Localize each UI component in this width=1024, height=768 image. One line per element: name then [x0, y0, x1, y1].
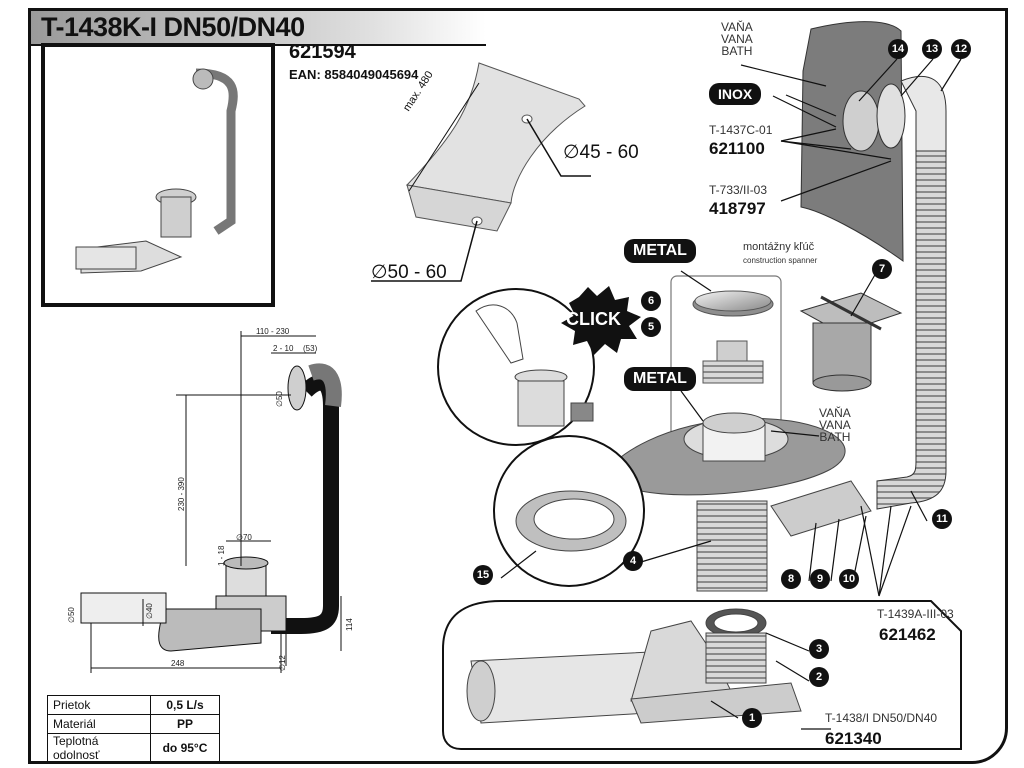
page-title: T-1438K-I DN50/DN40	[41, 12, 305, 42]
seal-detail-art	[515, 490, 627, 552]
cutout-template	[371, 62, 591, 282]
spec-key: Materiál	[47, 714, 151, 734]
metal-tag-top: METAL	[624, 239, 696, 263]
inox-tag: INOX	[709, 83, 762, 105]
ean-code: EAN: 8584049045694	[289, 67, 419, 82]
dim-50-top: ∅50	[275, 391, 284, 407]
spec-table: Prietok 0,5 L/s Materiál PP Teplotná odo…	[47, 695, 220, 761]
dim-12: ∅12	[278, 655, 287, 671]
metal-tag-middle: METAL	[624, 367, 696, 391]
spanner-label-line2: construction spanner	[743, 256, 818, 265]
part-code-418797: 418797	[709, 199, 766, 218]
product-photo	[75, 68, 238, 274]
spec-key: Teplotná odolnosť	[47, 733, 151, 761]
trap-detail-box	[442, 600, 962, 750]
badge-13: 13	[922, 39, 942, 59]
dim-2-10: 2 - 10	[273, 344, 294, 353]
badge-15: 15	[473, 565, 493, 585]
badge-10: 10	[839, 569, 859, 589]
hole-bottom-label: ∅50 - 60	[371, 262, 447, 283]
badge-3: 3	[809, 639, 829, 659]
click-label: CLICK	[566, 309, 621, 329]
overflow-assembly	[842, 76, 947, 510]
part-code-621340: 621340	[825, 729, 882, 748]
dim-114: 114	[345, 618, 354, 631]
dim-53: (53)	[303, 344, 318, 353]
waste-outlet	[611, 412, 872, 592]
spanner-label-line1: montážny kľúč	[743, 241, 815, 253]
drawing-frame: T-1438K-I DN50/DN40 621594 EAN: 85840490…	[28, 8, 1008, 764]
spec-value: 0,5 L/s	[150, 695, 220, 715]
spec-key: Prietok	[47, 695, 151, 715]
construction-spanner	[799, 292, 903, 392]
badge-8: 8	[781, 569, 801, 589]
badge-5: 5	[641, 317, 661, 337]
badge-9: 9	[810, 569, 830, 589]
click-burst	[561, 286, 641, 355]
spec-value: PP	[150, 714, 220, 734]
product-code: 621594	[289, 41, 356, 63]
spec-row: Teplotná odolnosť do 95°C	[47, 733, 220, 761]
badge-4: 4	[623, 551, 643, 571]
spec-value: do 95°C	[150, 733, 220, 761]
badge-1: 1	[742, 708, 762, 728]
badge-6: 6	[641, 291, 661, 311]
technical-drawing	[31, 11, 962, 750]
title-bar-bg	[31, 11, 486, 45]
plug-parts	[692, 290, 774, 384]
dim-70: ∅70	[236, 533, 252, 542]
dim-230-390: 230 - 390	[177, 477, 186, 511]
leader-lines	[500, 58, 962, 730]
badge-11: 11	[932, 509, 952, 529]
spec-row: Prietok 0,5 L/s	[47, 695, 220, 715]
dimension-drawing	[80, 331, 342, 673]
part-model-733: T-733/II-03	[709, 183, 768, 197]
click-detail-art	[475, 304, 594, 427]
part-model-1437: T-1437C-01	[709, 123, 773, 137]
badge-2: 2	[809, 667, 829, 687]
spec-row: Materiál PP	[47, 714, 220, 734]
dim-1-18: 1 - 18	[217, 545, 226, 566]
dim-110-230: 110 - 230	[256, 327, 290, 336]
badge-7: 7	[872, 259, 892, 279]
dim-248: 248	[171, 659, 185, 668]
part-code-621462: 621462	[879, 625, 936, 644]
badge-14: 14	[888, 39, 908, 59]
badge-12: 12	[951, 39, 971, 59]
dim-50-left: ∅50	[67, 607, 76, 623]
part-code-621100: 621100	[709, 139, 765, 158]
trap-art	[466, 608, 802, 724]
dim-40: ∅40	[145, 603, 154, 619]
hole-top-label: ∅45 - 60	[563, 142, 639, 163]
part-model-1439: T-1439A-III-03	[877, 607, 954, 621]
part-model-1438: T-1438/I DN50/DN40	[825, 711, 938, 725]
